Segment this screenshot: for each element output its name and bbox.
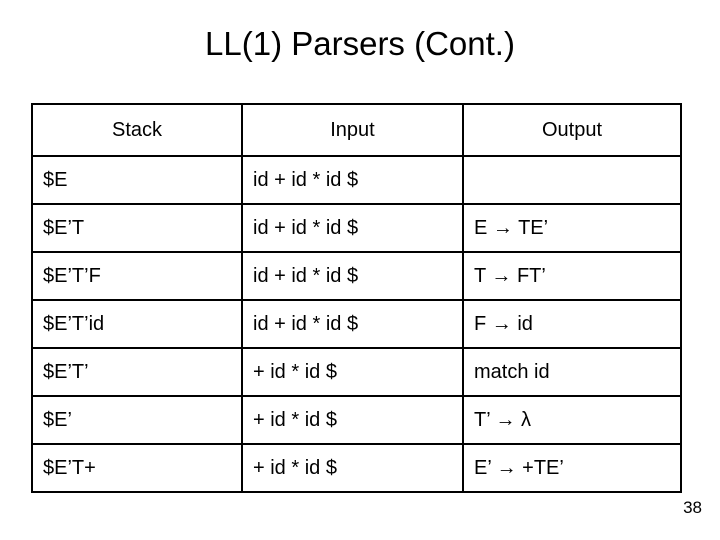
- cell-stack: $E’T+: [31, 443, 243, 493]
- cell-stack: $E’: [31, 395, 243, 445]
- cell-output: [462, 155, 682, 205]
- cell-output: E’ → +TE’: [462, 443, 682, 493]
- table-row: $E’ + id * id $ T’ → λ: [31, 395, 682, 445]
- column-header-stack: Stack: [31, 103, 243, 157]
- ll1-parse-trace-table: Stack Input Output $E id + id * id $ $E’…: [31, 103, 682, 493]
- table-row: $E’T id + id * id $ E → TE’: [31, 203, 682, 253]
- cell-stack: $E’T’id: [31, 299, 243, 349]
- cell-stack: $E’T’F: [31, 251, 243, 301]
- table-row: $E’T’F id + id * id $ T → FT’: [31, 251, 682, 301]
- table-header-row: Stack Input Output: [31, 103, 682, 157]
- table-row: $E’T’ + id * id $ match id: [31, 347, 682, 397]
- table-row: $E’T+ + id * id $ E’ → +TE’: [31, 443, 682, 493]
- cell-input: id + id * id $: [241, 155, 464, 205]
- cell-stack: $E: [31, 155, 243, 205]
- column-header-output: Output: [462, 103, 682, 157]
- cell-input: id + id * id $: [241, 299, 464, 349]
- cell-stack: $E’T’: [31, 347, 243, 397]
- table-row: $E id + id * id $: [31, 155, 682, 205]
- cell-output: T’ → λ: [462, 395, 682, 445]
- page-title: LL(1) Parsers (Cont.): [205, 25, 515, 62]
- slide-number: 38: [683, 498, 702, 517]
- cell-output: T → FT’: [462, 251, 682, 301]
- table-row: $E’T’id id + id * id $ F → id: [31, 299, 682, 349]
- cell-input: id + id * id $: [241, 251, 464, 301]
- cell-stack: $E’T: [31, 203, 243, 253]
- column-header-input: Input: [241, 103, 464, 157]
- cell-input: + id * id $: [241, 347, 464, 397]
- cell-output: E → TE’: [462, 203, 682, 253]
- cell-output: F → id: [462, 299, 682, 349]
- cell-input: + id * id $: [241, 395, 464, 445]
- cell-input: id + id * id $: [241, 203, 464, 253]
- cell-input: + id * id $: [241, 443, 464, 493]
- cell-output: match id: [462, 347, 682, 397]
